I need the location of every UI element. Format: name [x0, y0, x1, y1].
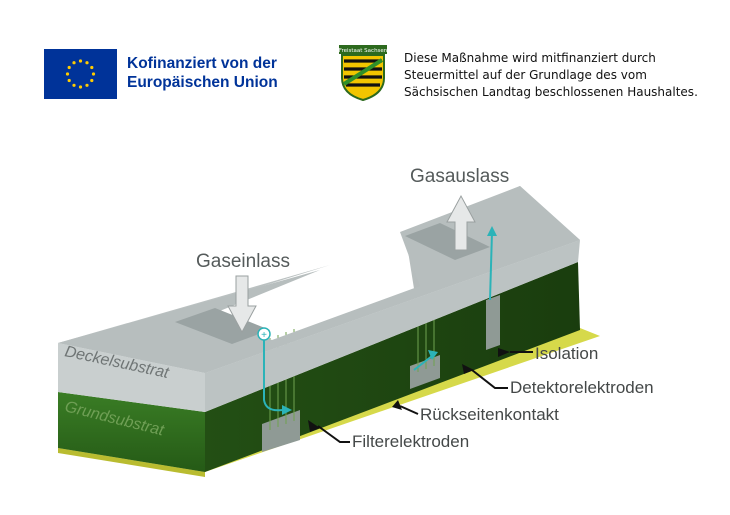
gas-inlet-arrow-icon — [227, 275, 257, 334]
eu-flag-icon — [44, 49, 117, 99]
gas-outlet-arrow-icon — [446, 194, 476, 251]
eu-funding-line-2: Europäischen Union — [127, 74, 278, 91]
isolation-layer-front — [58, 448, 205, 477]
label-gas-outlet: Gasauslass — [410, 166, 509, 187]
lid-substrate-side — [205, 240, 580, 412]
gas-flow-path — [263, 231, 493, 412]
detector-pointer-icon — [462, 364, 474, 374]
gas-outlet-slot — [405, 223, 490, 260]
leader-lines — [317, 351, 533, 443]
saxony-funding-text: Diese Maßnahme wird mitfinanziert durch … — [404, 50, 698, 101]
eu-funding-line-1: Kofinanziert von der — [127, 55, 277, 72]
back-contact-pointer-icon — [392, 400, 402, 410]
label-isolation: Isolation — [535, 344, 598, 363]
saxony-coat-of-arms-icon: Freistaat Sachsen — [338, 44, 388, 102]
saxony-funding-line-1: Diese Maßnahme wird mitfinanziert durch — [404, 51, 656, 65]
isolation-pointer-icon — [498, 348, 510, 357]
ion-plus-icon — [257, 327, 271, 341]
label-detector-electrodes: Detektorelektroden — [510, 378, 654, 397]
saxony-funding-line-2: Steuermittel auf der Grundlage des vom — [404, 68, 647, 82]
filter-channel — [262, 410, 300, 452]
base-substrate-front — [58, 392, 205, 472]
eu-funding-text: Kofinanziert von der Europäischen Union — [127, 54, 278, 92]
ion-plus-symbol: + — [261, 330, 267, 341]
filter-pointer-icon — [308, 420, 320, 432]
label-gas-inlet: Gaseinlass — [196, 251, 290, 272]
svg-text:Freistaat Sachsen: Freistaat Sachsen — [339, 48, 388, 54]
lid-substrate-front — [58, 343, 205, 412]
flow-arrowhead-3-icon — [487, 226, 497, 236]
gas-inlet-slot — [175, 308, 270, 344]
flow-arrowhead-1-icon — [282, 405, 292, 415]
outlet-channel — [486, 295, 500, 350]
label-back-contact: Rückseitenkontakt — [420, 405, 559, 424]
label-filter-electrodes: Filterelektroden — [352, 432, 469, 451]
flow-arrowhead-2-icon — [428, 350, 438, 360]
saxony-funding-line-3: Sächsischen Landtag beschlossenen Hausha… — [404, 85, 698, 99]
